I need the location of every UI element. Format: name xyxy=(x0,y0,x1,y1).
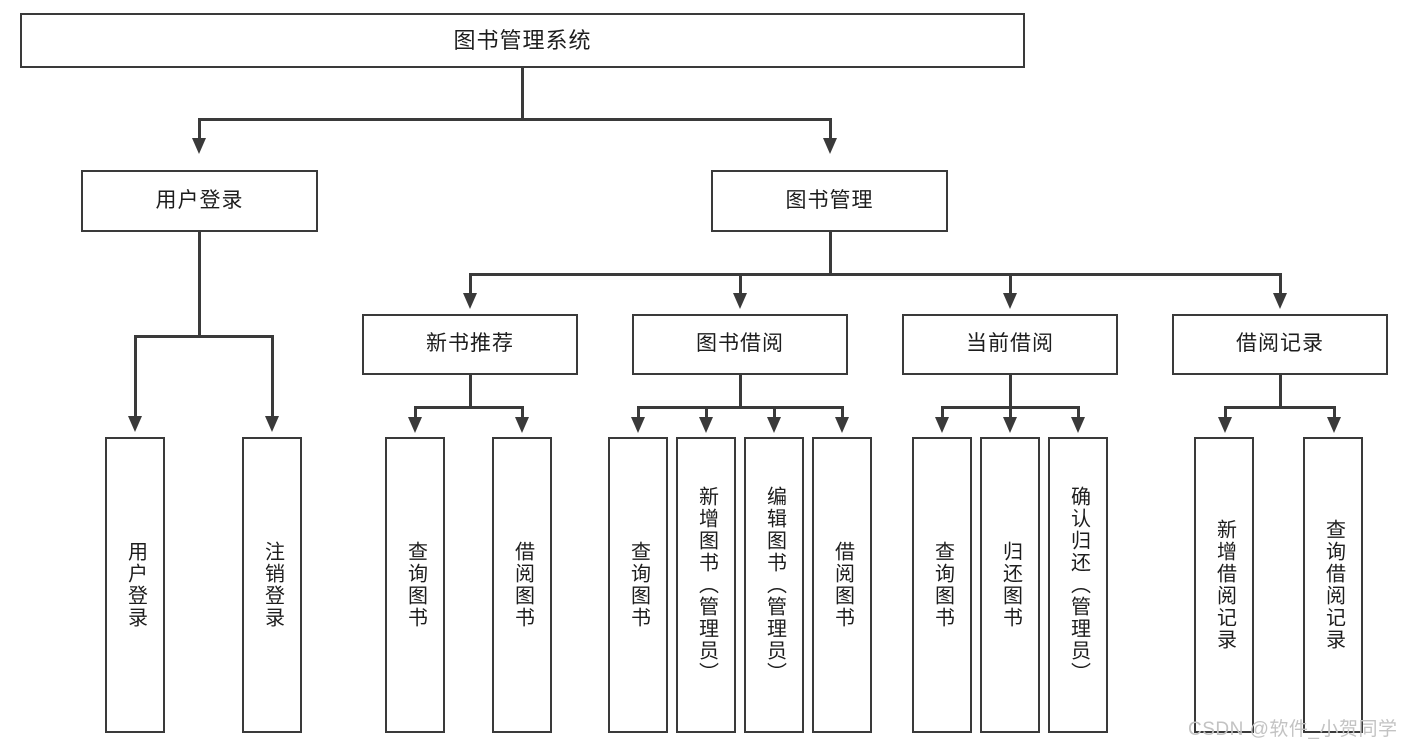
connector-bm-to-current-borrow xyxy=(1009,273,1012,294)
connector-bb-bar xyxy=(638,406,844,409)
leaf-add-record-label: 新增借阅记录 xyxy=(1213,519,1236,651)
connector-root-stem xyxy=(521,68,524,119)
connector-bb-l1 xyxy=(637,406,640,418)
arrowhead-root-to-book-manage xyxy=(823,138,837,154)
leaf-query-book-1-label: 查询图书 xyxy=(404,541,427,629)
connector-bb-l3 xyxy=(773,406,776,418)
connector-cb-stem xyxy=(1009,375,1012,408)
leaf-query-book-3[interactable]: 查询图书 xyxy=(912,437,972,733)
node-root-label: 图书管理系统 xyxy=(453,27,592,53)
connector-root-bar xyxy=(199,118,832,121)
leaf-user-login-label: 用户登录 xyxy=(124,541,147,629)
connector-nbr-bar xyxy=(415,406,523,409)
node-borrow-record-label: 借阅记录 xyxy=(1236,332,1324,356)
leaf-query-book-2-label: 查询图书 xyxy=(627,541,650,629)
node-current-borrow[interactable]: 当前借阅 xyxy=(902,314,1118,375)
connector-book-manage-stem xyxy=(829,232,832,274)
connector-user-login-bar xyxy=(135,335,273,338)
connector-nbr-stem xyxy=(469,375,472,408)
arrowhead-root-to-user-login xyxy=(192,138,206,154)
leaf-return-book-label: 归还图书 xyxy=(999,541,1022,629)
arrowhead-bb-leaf2 xyxy=(699,417,713,433)
connector-bm-to-new-book xyxy=(469,273,472,294)
connector-cb-l1 xyxy=(941,406,944,418)
leaf-user-logout-label: 注销登录 xyxy=(261,541,284,629)
connector-bm-to-borrow-record xyxy=(1279,273,1282,294)
leaf-borrow-book-1[interactable]: 借阅图书 xyxy=(492,437,552,733)
leaf-return-book[interactable]: 归还图书 xyxy=(980,437,1040,733)
node-user-login-label: 用户登录 xyxy=(155,188,244,212)
node-borrow-record[interactable]: 借阅记录 xyxy=(1172,314,1388,375)
leaf-edit-book[interactable]: 编辑图书（管理员） xyxy=(744,437,804,733)
leaf-confirm-return[interactable]: 确认归还（管理员） xyxy=(1048,437,1108,733)
arrowhead-nbr-leaf2 xyxy=(515,417,529,433)
node-root[interactable]: 图书管理系统 xyxy=(20,13,1025,68)
leaf-query-book-2[interactable]: 查询图书 xyxy=(608,437,668,733)
leaf-borrow-book-2-label: 借阅图书 xyxy=(831,541,854,629)
connector-br-l2 xyxy=(1333,406,1336,418)
connector-nbr-l2 xyxy=(521,406,524,418)
leaf-add-record[interactable]: 新增借阅记录 xyxy=(1194,437,1254,733)
connector-bm-to-book-borrow xyxy=(739,273,742,294)
connector-book-manage-bar xyxy=(470,273,1281,276)
arrowhead-bm-to-current-borrow xyxy=(1003,293,1017,309)
leaf-confirm-return-label: 确认归还（管理员） xyxy=(1067,486,1090,684)
node-new-book-recommend-label: 新书推荐 xyxy=(426,332,514,356)
connector-nbr-l1 xyxy=(414,406,417,418)
connector-user-login-stem xyxy=(198,232,201,336)
leaf-add-book[interactable]: 新增图书（管理员） xyxy=(676,437,736,733)
node-book-manage-label: 图书管理 xyxy=(785,188,874,212)
leaf-add-book-label: 新增图书（管理员） xyxy=(695,486,718,684)
arrowhead-nbr-leaf1 xyxy=(408,417,422,433)
arrowhead-bb-leaf1 xyxy=(631,417,645,433)
node-current-borrow-label: 当前借阅 xyxy=(966,332,1054,356)
connector-user-login-left xyxy=(134,335,137,417)
arrowhead-cb-leaf3 xyxy=(1071,417,1085,433)
leaf-query-book-1[interactable]: 查询图书 xyxy=(385,437,445,733)
leaf-edit-book-label: 编辑图书（管理员） xyxy=(763,486,786,684)
connector-bb-stem xyxy=(739,375,742,408)
leaf-query-record-label: 查询借阅记录 xyxy=(1322,519,1345,651)
leaf-borrow-book-2[interactable]: 借阅图书 xyxy=(812,437,872,733)
leaf-user-login[interactable]: 用户登录 xyxy=(105,437,165,733)
connector-root-to-user-login xyxy=(198,118,201,140)
arrowhead-user-login-leaf1 xyxy=(128,416,142,432)
connector-br-bar xyxy=(1225,406,1335,409)
node-book-manage[interactable]: 图书管理 xyxy=(711,170,948,232)
arrowhead-cb-leaf1 xyxy=(935,417,949,433)
arrowhead-bb-leaf3 xyxy=(767,417,781,433)
arrowhead-bm-to-borrow-record xyxy=(1273,293,1287,309)
leaf-borrow-book-1-label: 借阅图书 xyxy=(511,541,534,629)
csdn-watermark: CSDN @软件_小贺同学 xyxy=(1188,719,1398,740)
arrowhead-bm-to-new-book xyxy=(463,293,477,309)
connector-cb-l3 xyxy=(1077,406,1080,418)
connector-br-l1 xyxy=(1224,406,1227,418)
leaf-query-record[interactable]: 查询借阅记录 xyxy=(1303,437,1363,733)
node-book-borrow[interactable]: 图书借阅 xyxy=(632,314,848,375)
connector-br-stem xyxy=(1279,375,1282,408)
node-book-borrow-label: 图书借阅 xyxy=(696,332,784,356)
connector-bb-l2 xyxy=(705,406,708,418)
arrowhead-br-leaf2 xyxy=(1327,417,1341,433)
arrowhead-bm-to-book-borrow xyxy=(733,293,747,309)
leaf-user-logout[interactable]: 注销登录 xyxy=(242,437,302,733)
node-user-login[interactable]: 用户登录 xyxy=(81,170,318,232)
arrowhead-br-leaf1 xyxy=(1218,417,1232,433)
leaf-query-book-3-label: 查询图书 xyxy=(931,541,954,629)
arrowhead-cb-leaf2 xyxy=(1003,417,1017,433)
arrowhead-user-login-leaf2 xyxy=(265,416,279,432)
connector-root-to-book-manage xyxy=(829,118,832,140)
arrowhead-bb-leaf4 xyxy=(835,417,849,433)
connector-cb-l2 xyxy=(1009,406,1012,418)
connector-user-login-right xyxy=(271,335,274,417)
connector-bb-l4 xyxy=(841,406,844,418)
node-new-book-recommend[interactable]: 新书推荐 xyxy=(362,314,578,375)
